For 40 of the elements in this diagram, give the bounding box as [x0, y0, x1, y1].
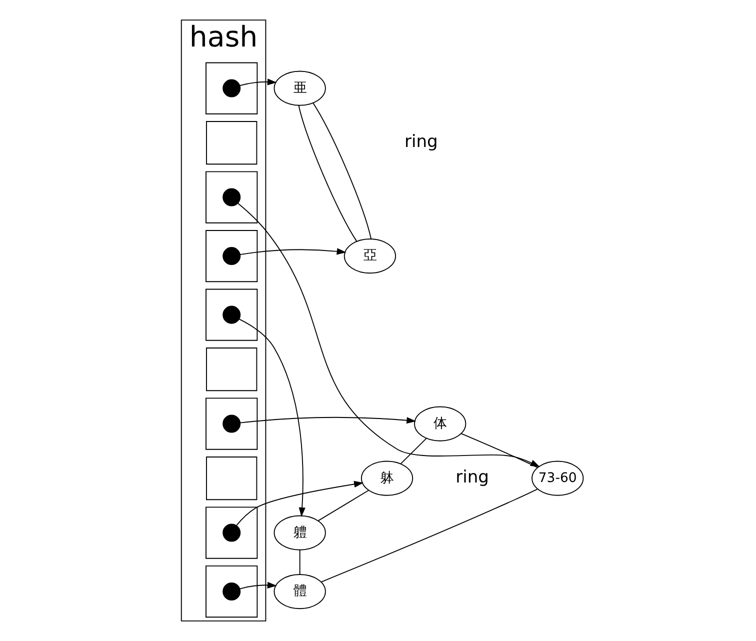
- node-circle: [222, 524, 240, 542]
- node-circle: [222, 414, 240, 433]
- connector: [320, 488, 538, 582]
- cluster: [205, 565, 258, 618]
- cluster: [205, 288, 258, 341]
- node-box: [206, 348, 257, 392]
- connector: [298, 104, 357, 242]
- cluster: [205, 171, 258, 224]
- node-ellipse: 軆: [273, 515, 326, 550]
- cluster: [205, 230, 258, 282]
- connector: [317, 490, 369, 522]
- connector: [298, 549, 300, 575]
- node-circle: [222, 582, 240, 601]
- node-circle: [222, 247, 240, 266]
- node-ellipse: 體: [273, 574, 326, 610]
- node-ellipse: 亜: [273, 70, 326, 106]
- connector: [460, 433, 538, 468]
- connector: [400, 438, 426, 464]
- cluster: hash: [180, 20, 266, 622]
- node-box: [206, 121, 257, 165]
- node-circle: [222, 188, 240, 206]
- arrow: [239, 248, 346, 256]
- label: ring: [404, 132, 438, 152]
- node-box: [206, 456, 257, 500]
- node-ellipse: 体: [414, 406, 466, 442]
- arrow: [238, 582, 276, 590]
- arrow: [235, 480, 364, 526]
- label: ring: [455, 467, 489, 488]
- cluster: [205, 62, 258, 114]
- node-ellipse: 躰: [360, 460, 413, 496]
- node-circle: [222, 306, 240, 324]
- cluster: [205, 398, 258, 450]
- arrow: [239, 416, 416, 424]
- arrow: [238, 78, 276, 86]
- node-ellipse: 亞: [343, 238, 396, 274]
- connector: [312, 102, 372, 240]
- arrow: [238, 318, 305, 517]
- cluster: [205, 506, 258, 559]
- node-ellipse: 73-60: [531, 460, 584, 496]
- node-circle: [222, 79, 240, 98]
